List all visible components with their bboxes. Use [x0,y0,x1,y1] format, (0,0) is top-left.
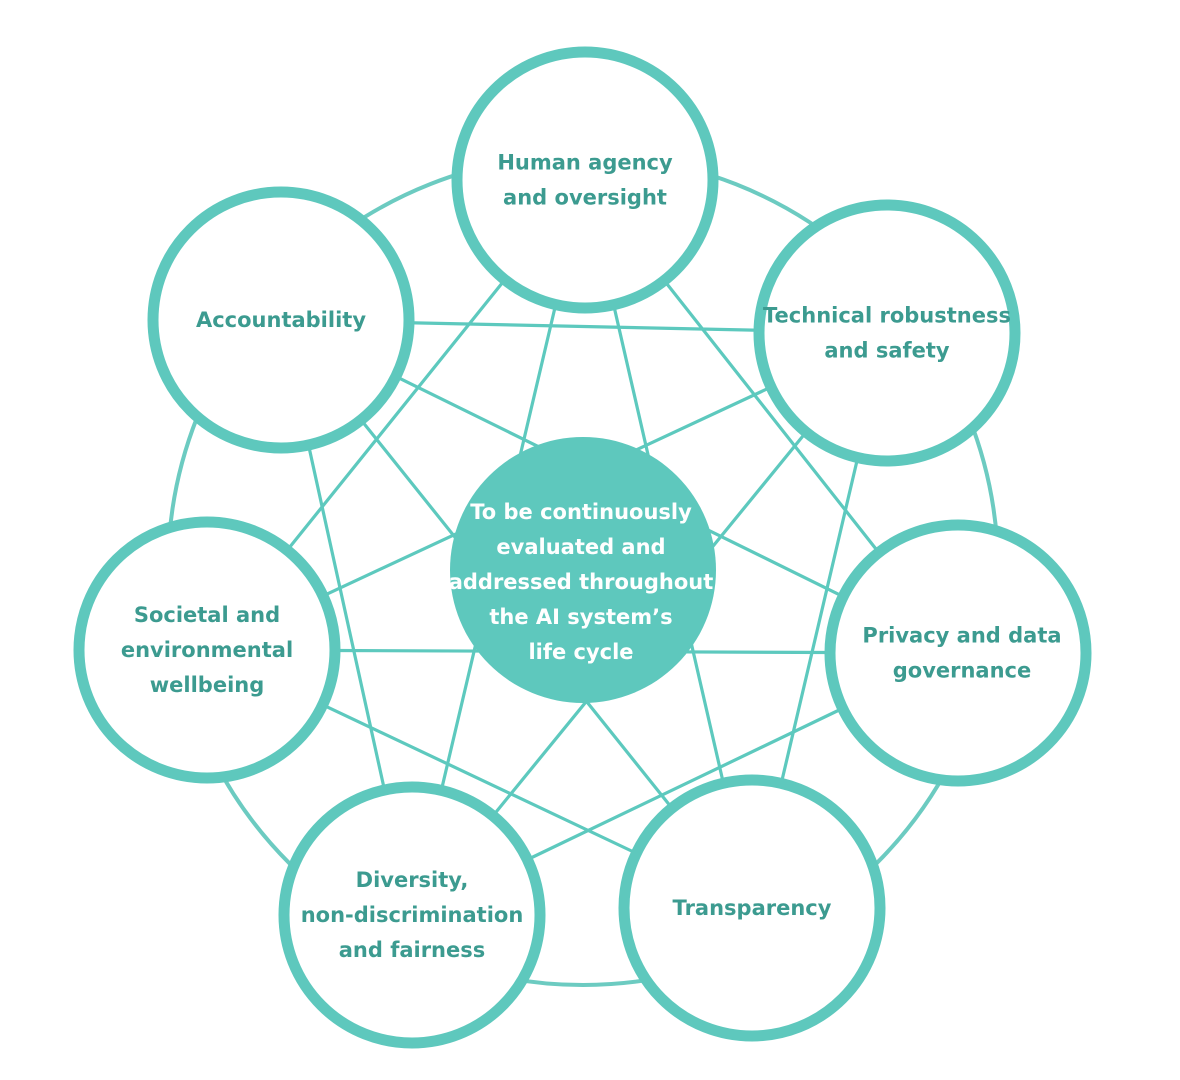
center-node: To be continuously evaluated and addressed… [449,437,716,703]
node-technical-robustness: Technical robustness and safety [753,199,1021,467]
node-privacy: Privacy and data governance [824,519,1092,787]
node-technical-robustness-label-line-2: and safety [824,339,950,363]
node-human-agency-circle [451,46,719,314]
link-human-agency-privacy [662,278,881,555]
node-societal: Societal and environmental wellbeing [73,516,341,784]
center-label-line-5: life cycle [528,640,633,664]
node-diversity-label-line-1: Diversity, [356,868,469,892]
node-technical-robustness-label-line-1: Technical robustness [763,304,1011,328]
node-societal-circle [73,516,341,784]
node-privacy-circle [824,519,1092,787]
node-diversity-label-line-2: non-discrimination [301,903,524,927]
node-technical-robustness-circle [753,199,1021,467]
node-diversity-label-line-3: and fairness [339,938,486,962]
link-technical-robustness-transparency [779,456,860,785]
center-label-line-2: evaluated and [496,535,665,559]
link-privacy-diversity [525,706,845,862]
node-transparency-label-line-1: Transparency [673,896,832,920]
node-transparency: Transparency [618,774,886,1042]
node-diversity-circle [278,781,546,1049]
node-human-agency: Human agency and oversight [451,46,719,314]
center-label-line-1: To be continuously [470,500,692,524]
node-accountability: Accountability [147,186,415,454]
node-accountability-label-line-1: Accountability [196,308,366,332]
center-label-line-4: the AI system’s [489,605,672,629]
node-accountability-circle [147,186,415,454]
node-privacy-label-line-1: Privacy and data [862,624,1061,648]
node-human-agency-label-line-2: and oversight [503,186,667,210]
link-transparency-societal [321,703,638,855]
node-societal-label-line-2: environmental [121,638,293,662]
node-diversity: Diversity, non-discrimination and fairness [278,781,546,1049]
node-human-agency-label-line-1: Human agency [497,151,673,175]
center-label-line-3: addressed throughout [449,570,714,594]
center-circle [450,437,716,703]
node-transparency-circle [618,774,886,1042]
link-technical-robustness-accountability [407,321,761,332]
node-privacy-label-line-2: governance [893,659,1032,683]
node-societal-label-line-3: wellbeing [150,673,265,697]
node-societal-label-line-1: Societal and [134,603,280,627]
link-diversity-accountability [306,443,387,792]
